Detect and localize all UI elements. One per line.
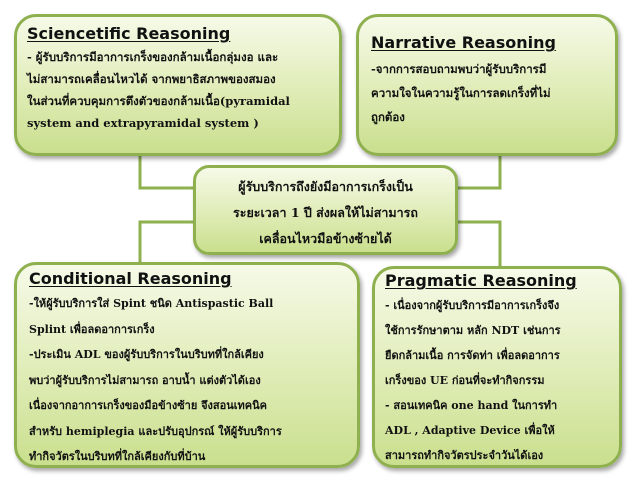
- connector-narrative: [456, 152, 502, 190]
- scientific-line: - ผู้รับบริการมีอาการเกร็งของกล้ามเนื้อก…: [27, 50, 279, 64]
- conditional-line: -ประเมิน ADL ของผู้รับบริการในบริบทที่ใก…: [29, 348, 264, 361]
- pragmatic-reasoning-text: - เนื่องจากผู้รับบริการมีอาการเกร็งจึง ใ…: [385, 293, 609, 465]
- narrative-line: ถูกต้อง: [371, 110, 405, 124]
- scientific-line: ในส่วนที่ควบคุมการตึงตัวของกล้ามเนื้อ(py…: [27, 94, 290, 108]
- narrative-line: ความใจในความรู้ในการลดเกร็งที่ไม่: [371, 86, 551, 100]
- pragmatic-line: ใช้การรักษาตาม หลัก NDT เช่นการ: [385, 324, 561, 337]
- pragmatic-reasoning-title: Pragmatic Reasoning: [385, 271, 577, 290]
- scientific-reasoning-text: - ผู้รับบริการมีอาการเกร็งของกล้ามเนื้อก…: [27, 46, 329, 134]
- narrative-reasoning-title: Narrative Reasoning: [371, 33, 556, 52]
- connector-pragmatic: [456, 220, 502, 268]
- conditional-reasoning-text: -ให้ผู้รับบริการใส่ Spint ชนิด Antispast…: [29, 291, 345, 465]
- scientific-line: ไม่สามารถเคลื่อนไหวได้ จากพยาธิสภาพของสม…: [27, 72, 276, 86]
- scientific-reasoning-box: Sciencetific Reasoning - ผู้รับบริการมีอ…: [14, 14, 342, 156]
- central-problem-line: เคลื่อนไหวมือข้างซ้ายได้: [259, 231, 392, 246]
- conditional-line: พบว่าผู้รับบริการไม่สามารถ อาบน้ำ แต่งตั…: [29, 373, 261, 387]
- conditional-line: สำหรับ hemiplegia และปรับอุปกรณ์ ให้ผู้ร…: [29, 424, 282, 438]
- narrative-reasoning-text: -จากการสอบถามพบว่าผู้รับบริการมี ความใจใ…: [371, 57, 603, 129]
- conditional-line: เนื่องจากอาการเกร็งของมือข้างซ้าย จึงสอน…: [29, 399, 268, 412]
- connector-conditional: [138, 220, 196, 265]
- pragmatic-line: ยืดกล้ามเนื้อ การจัดท่า เพื่อลดอาการ: [385, 349, 560, 362]
- pragmatic-line: - สอนเทคนิค one hand ในการทำ: [385, 399, 558, 412]
- conditional-line: -ให้ผู้รับบริการใส่ Spint ชนิด Antispast…: [29, 297, 274, 310]
- conditional-line: ทำกิจวัตรในบริบทที่ใกล้เคียงกับที่บ้าน: [29, 450, 206, 463]
- pragmatic-line: สามารถทำกิจวัตรประจำวันได้เอง: [385, 449, 544, 462]
- narrative-reasoning-box: Narrative Reasoning -จากการสอบถามพบว่าผู…: [356, 14, 618, 156]
- connector-scientific: [138, 150, 196, 190]
- pragmatic-reasoning-box: Pragmatic Reasoning - เนื่องจากผู้รับบริ…: [372, 266, 622, 468]
- scientific-line: system and extrapyramidal system ): [27, 116, 259, 130]
- conditional-reasoning-box: Conditional Reasoning -ให้ผู้รับบริการใส…: [14, 262, 360, 468]
- pragmatic-line: เกร็งของ UE ก่อนที่จะทำกิจกรรม: [385, 374, 545, 387]
- central-problem-line: ระยะเวลา 1 ปี ส่งผลให้ไม่สามารถ: [233, 205, 418, 220]
- pragmatic-line: ADL , Adaptive Device เพื่อให้: [385, 424, 555, 437]
- conditional-reasoning-title: Conditional Reasoning: [29, 269, 232, 288]
- central-problem-box: ผู้รับบริการถึงยังมีอาการเกร็งเป็น ระยะเ…: [193, 165, 458, 255]
- pragmatic-line: - เนื่องจากผู้รับบริการมีอาการเกร็งจึง: [385, 299, 560, 312]
- central-problem-line: ผู้รับบริการถึงยังมีอาการเกร็งเป็น: [238, 179, 413, 194]
- conditional-line: Splint เพื่อลดอาการเกร็ง: [29, 322, 155, 336]
- scientific-reasoning-title: Sciencetific Reasoning: [27, 24, 231, 43]
- narrative-line: -จากการสอบถามพบว่าผู้รับบริการมี: [371, 62, 547, 76]
